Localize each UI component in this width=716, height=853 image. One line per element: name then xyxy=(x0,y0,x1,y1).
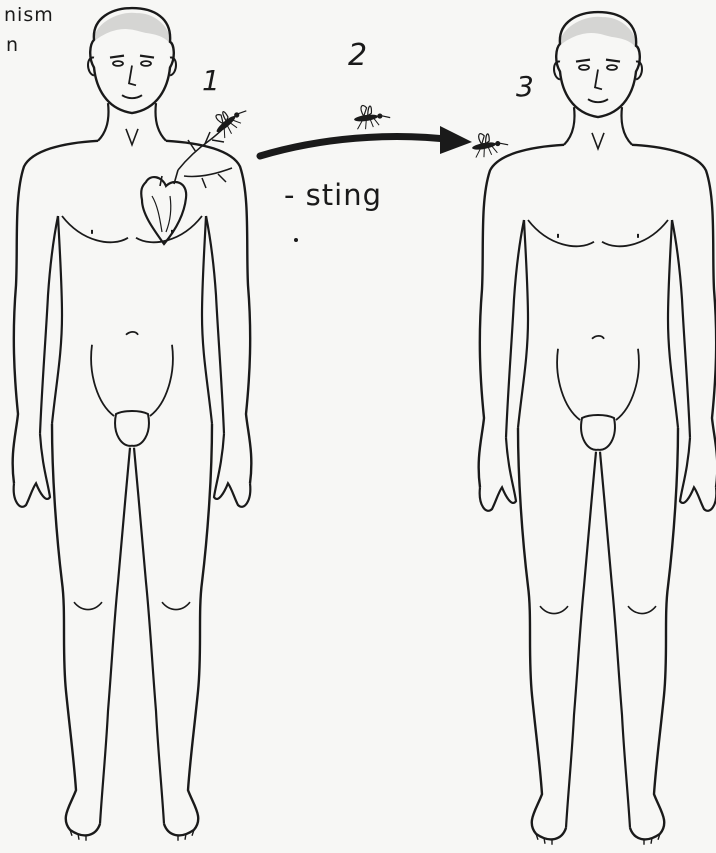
arrow-right-icon xyxy=(260,126,472,156)
ink-dot xyxy=(294,238,298,242)
mosquito-icon-flying xyxy=(352,102,391,131)
left-human-figure xyxy=(13,8,252,841)
heart-icon xyxy=(141,170,186,244)
right-human-figure xyxy=(479,12,716,845)
mosquito-icon-right xyxy=(470,129,510,159)
mosquito-icon-left xyxy=(209,99,252,140)
blood-vessel-branches xyxy=(178,122,232,188)
